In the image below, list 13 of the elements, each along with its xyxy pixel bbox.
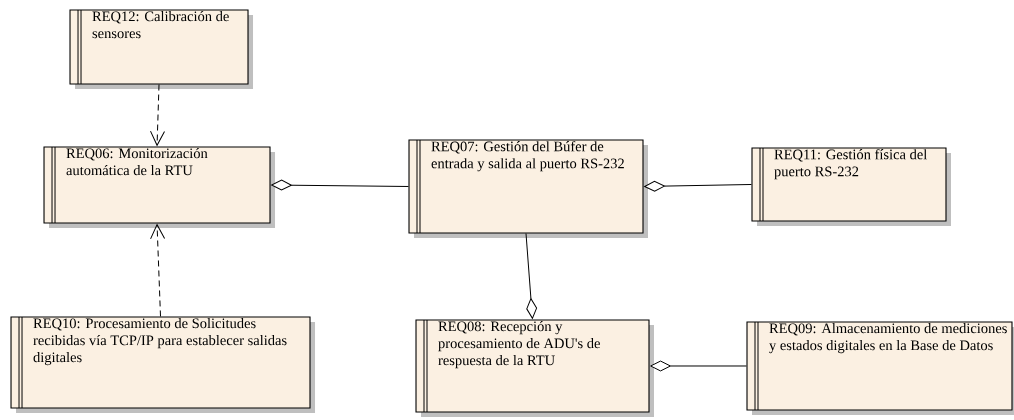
aggregation-line (644, 180, 752, 192)
aggregation-line (650, 360, 747, 372)
dependency-arrow (150, 84, 165, 146)
requirement-box: REQ06: Monitorización automática de la RTU (43, 146, 275, 228)
requirement-box: REQ08: Recepción y procesamiento de ADU's de respuesta de la RTU (415, 319, 654, 417)
aggregation-line (525, 233, 538, 319)
requirement-box: REQ12: Calibración de sensores (69, 9, 253, 89)
requirement-box: REQ07: Gestión del Búfer de entrada y salida al puerto RS-232 (408, 139, 648, 238)
requirement-box: REQ09: Almacenamiento de mediciones y estados digitales en la Base de Datos (746, 321, 1014, 415)
dependency-arrow (150, 224, 166, 317)
aggregation-line (271, 179, 409, 191)
requirement-box: REQ11: Gestión física del puerto RS-232 (751, 147, 951, 226)
requirement-box: REQ10: Procesamiento de Solicitudes recibidas vía TCP/IP para establecer salidas digitales (10, 316, 315, 413)
